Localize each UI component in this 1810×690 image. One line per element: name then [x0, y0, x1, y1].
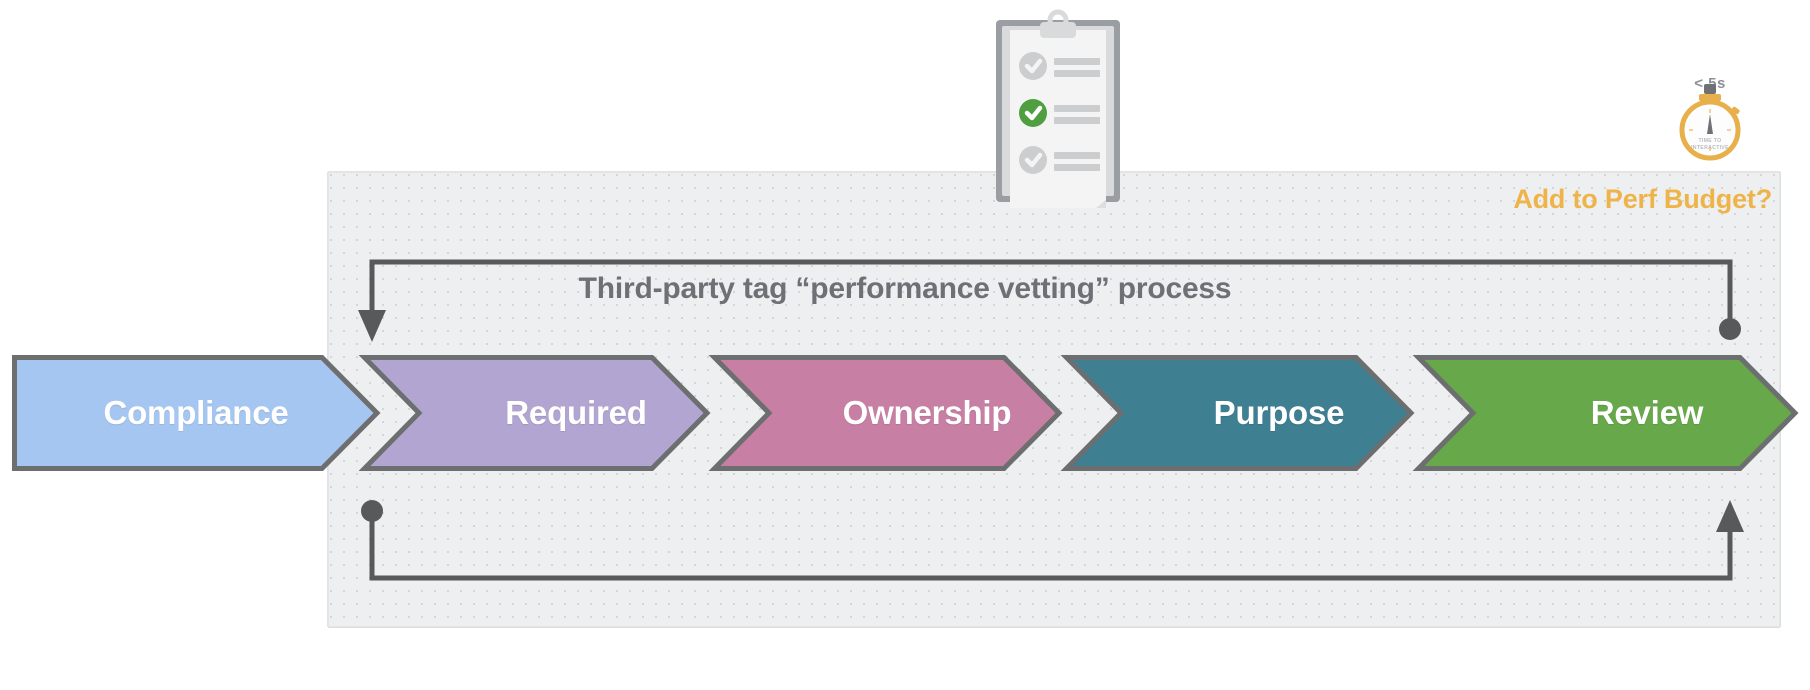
process-step-row: Compliance Required Ownership Purpose Re — [0, 355, 1810, 471]
process-step-ownership[interactable]: Ownership — [708, 355, 1063, 471]
stopwatch-icon: TIME TO INTERACTIVE — [1679, 84, 1741, 161]
process-step-review[interactable]: Review — [1412, 355, 1799, 471]
stopwatch-face-line-1: TIME TO — [1698, 138, 1721, 144]
perf-budget-label: Add to Perf Budget? — [1513, 184, 1772, 214]
clipboard-icon — [996, 9, 1120, 208]
panel-title: Third-party tag “performance vetting” pr… — [578, 272, 1232, 305]
stopwatch-caption: < 5s — [1694, 75, 1726, 92]
process-step-purpose[interactable]: Purpose — [1060, 355, 1415, 471]
process-step-required[interactable]: Required — [358, 355, 711, 471]
stopwatch-face-line-2: INTERACTIVE — [1691, 145, 1729, 151]
process-step-compliance[interactable]: Compliance — [12, 355, 381, 471]
